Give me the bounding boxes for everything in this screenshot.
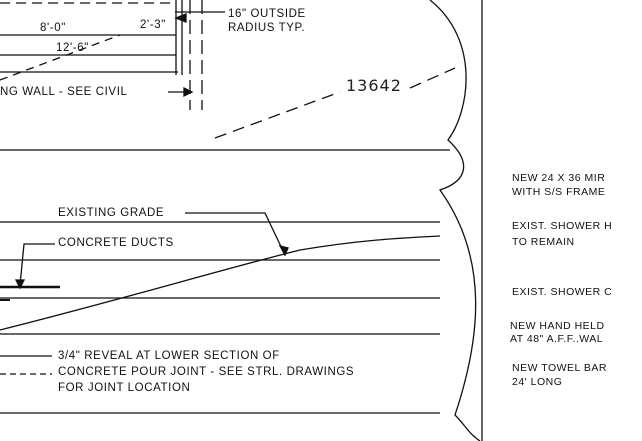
radius-note-1: 16" OUTSIDE	[228, 8, 306, 20]
note-shower-1: EXIST. SHOWER H	[512, 220, 613, 232]
reveal-note-1: 3/4" REVEAL AT LOWER SECTION OF	[58, 350, 280, 362]
wall-note: NG WALL - SEE CIVIL	[0, 86, 128, 98]
note-towel-1: NEW TOWEL BAR	[512, 362, 607, 374]
dim-8ft: 8'-0"	[40, 22, 66, 34]
note-towel-2: 24' LONG	[512, 376, 563, 388]
note-shower-c: EXIST. SHOWER C	[512, 286, 613, 298]
elev-dash-right	[409, 67, 456, 89]
concrete-ducts-label: CONCRETE DUCTS	[58, 237, 174, 249]
dim-arrow	[174, 13, 187, 23]
reveal-note-2: CONCRETE POUR JOINT - SEE STRL. DRAWINGS	[58, 366, 355, 378]
existing-grade-label: EXISTING GRADE	[58, 207, 165, 219]
dim-2ft: 2'-3"	[140, 19, 166, 31]
note-shower-2: TO REMAIN	[512, 236, 575, 248]
diag-dash	[0, 34, 121, 81]
ducts-leader	[19, 243, 55, 286]
note-mirror-2: WITH S/S FRAME	[512, 186, 606, 198]
note-handheld-2: AT 48" A.F.F..WAL	[510, 333, 604, 345]
grade-leader	[185, 212, 286, 256]
note-mirror-1: NEW 24 X 36 MIR	[512, 172, 606, 184]
dim-12ft: 12'-6"	[56, 42, 89, 54]
note-handheld-1: NEW HAND HELD	[510, 320, 605, 332]
radius-note-2: RADIUS TYP.	[228, 22, 306, 34]
wall-arrow	[183, 86, 194, 98]
grade-arrow	[278, 245, 289, 257]
reveal-note-3: FOR JOINT LOCATION	[58, 382, 191, 394]
elevation-label: 13642	[346, 76, 402, 95]
grade-slope	[0, 235, 441, 331]
ducts-arrow	[14, 279, 26, 290]
curve-boundary	[429, 0, 481, 441]
elev-dash-left	[214, 91, 341, 139]
